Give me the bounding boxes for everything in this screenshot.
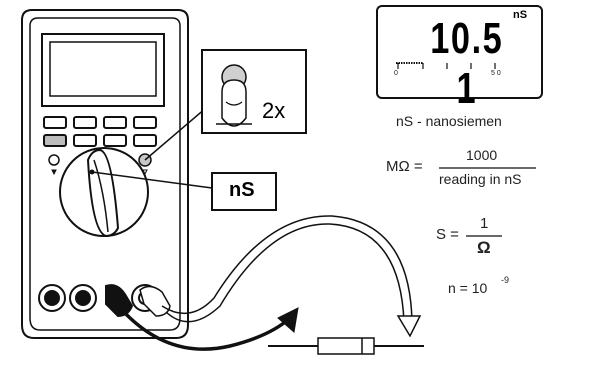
fraction-bars: [439, 167, 536, 237]
formula3-base: n = 10: [448, 280, 488, 296]
range-label: nS: [229, 179, 255, 201]
multimeter-icon: [21, 9, 189, 339]
range-callout: [91, 171, 277, 211]
bargraph-zero-label: 0: [394, 70, 398, 77]
formula2-numerator: 1: [480, 215, 489, 232]
lcd-reading: 10.5 1: [430, 14, 504, 113]
bargraph-end-label: 5 0: [491, 70, 501, 77]
formula2-lhs: S =: [436, 226, 459, 243]
press-count-label: 2x: [262, 98, 286, 123]
red-test-lead: [139, 215, 422, 338]
lcd-unit: nS: [513, 9, 528, 21]
resistor-icon: [268, 337, 424, 355]
formula1-lhs: MΩ =: [386, 158, 423, 175]
finger-press-callout: [144, 49, 307, 161]
formula2-denominator: Ω: [477, 238, 491, 257]
formula1-numerator: 1000: [466, 147, 498, 163]
lcd-display: [376, 5, 543, 99]
definition-text: nS - nanosiemen: [396, 113, 502, 129]
formula3-exponent: -9: [501, 275, 510, 285]
formula1-denominator: reading in nS: [439, 171, 522, 187]
finger-press-icon: [221, 79, 247, 127]
black-test-lead: [105, 284, 299, 351]
